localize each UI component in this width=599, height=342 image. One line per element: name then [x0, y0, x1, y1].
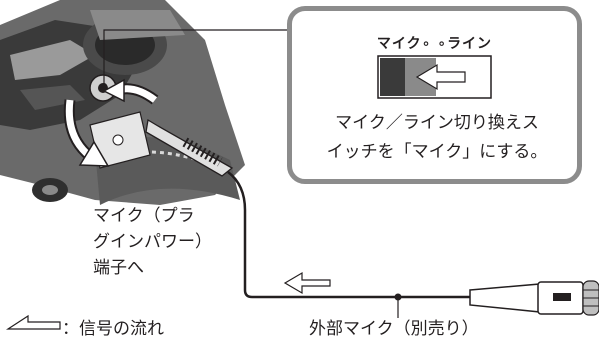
switch-instruction: マイク／ライン切り換えス イッチを「マイク」にする。: [302, 109, 572, 167]
jack-label: マイク（プラ グインパワー） 端子へ: [93, 203, 212, 281]
callout-leader-line: [103, 29, 295, 84]
open-cover-arrow: [63, 99, 110, 167]
switch-line-label: ライン: [447, 36, 493, 52]
legend-label: ：信号の流れ: [62, 319, 164, 339]
jack-label-line: 端子へ: [93, 258, 144, 278]
mic-plug: [145, 118, 234, 177]
mic-cable: [227, 171, 470, 299]
switch-instruction-line: イッチを「マイク」にする。: [326, 142, 548, 162]
switch-header: マイク∘ ∘ライン: [292, 33, 577, 53]
switch-mic-label: マイク: [376, 36, 422, 52]
legend-arrow-icon: [5, 314, 61, 330]
switch-instruction-line: マイク／ライン切り換えス: [335, 113, 539, 133]
insert-plug-arrow: [102, 78, 159, 105]
external-microphone: [469, 280, 599, 316]
jack-cover-flap: [89, 111, 151, 169]
external-mic-label: 外部マイク（別売り）: [309, 319, 479, 339]
switch-mic-dot-icon: ∘ ∘: [421, 36, 448, 52]
jack-label-line: グインパワー）: [93, 232, 212, 252]
switch-callout: マイク∘ ∘ライン マイク／ライン切り換えス イッチを「マイク」にする。: [287, 6, 582, 184]
signal-flow-arrow: [283, 271, 331, 295]
mic-line-switch-icon: [377, 55, 492, 99]
jack-label-line: マイク（プラ: [93, 206, 195, 226]
